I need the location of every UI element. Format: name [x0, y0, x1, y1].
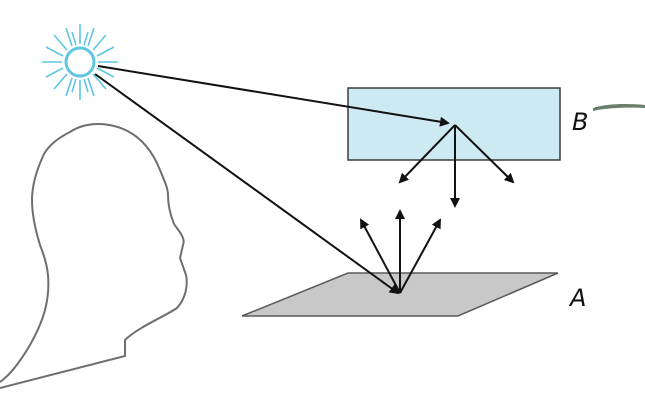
scatter-ray-a-left	[360, 218, 401, 294]
incident-ray-to-a	[94, 73, 400, 295]
surface-a	[241, 272, 559, 317]
scatter-ray-a-right	[399, 218, 441, 294]
label-a: A	[568, 284, 586, 312]
scatter-ray-b-right	[454, 124, 515, 184]
scatter-ray-b-left	[398, 124, 456, 184]
sun-icon	[42, 24, 118, 100]
label-b: B	[572, 108, 588, 136]
observer-head-outline	[0, 123, 188, 389]
incident-ray-to-b	[97, 65, 450, 127]
decorative-mark	[593, 104, 645, 111]
